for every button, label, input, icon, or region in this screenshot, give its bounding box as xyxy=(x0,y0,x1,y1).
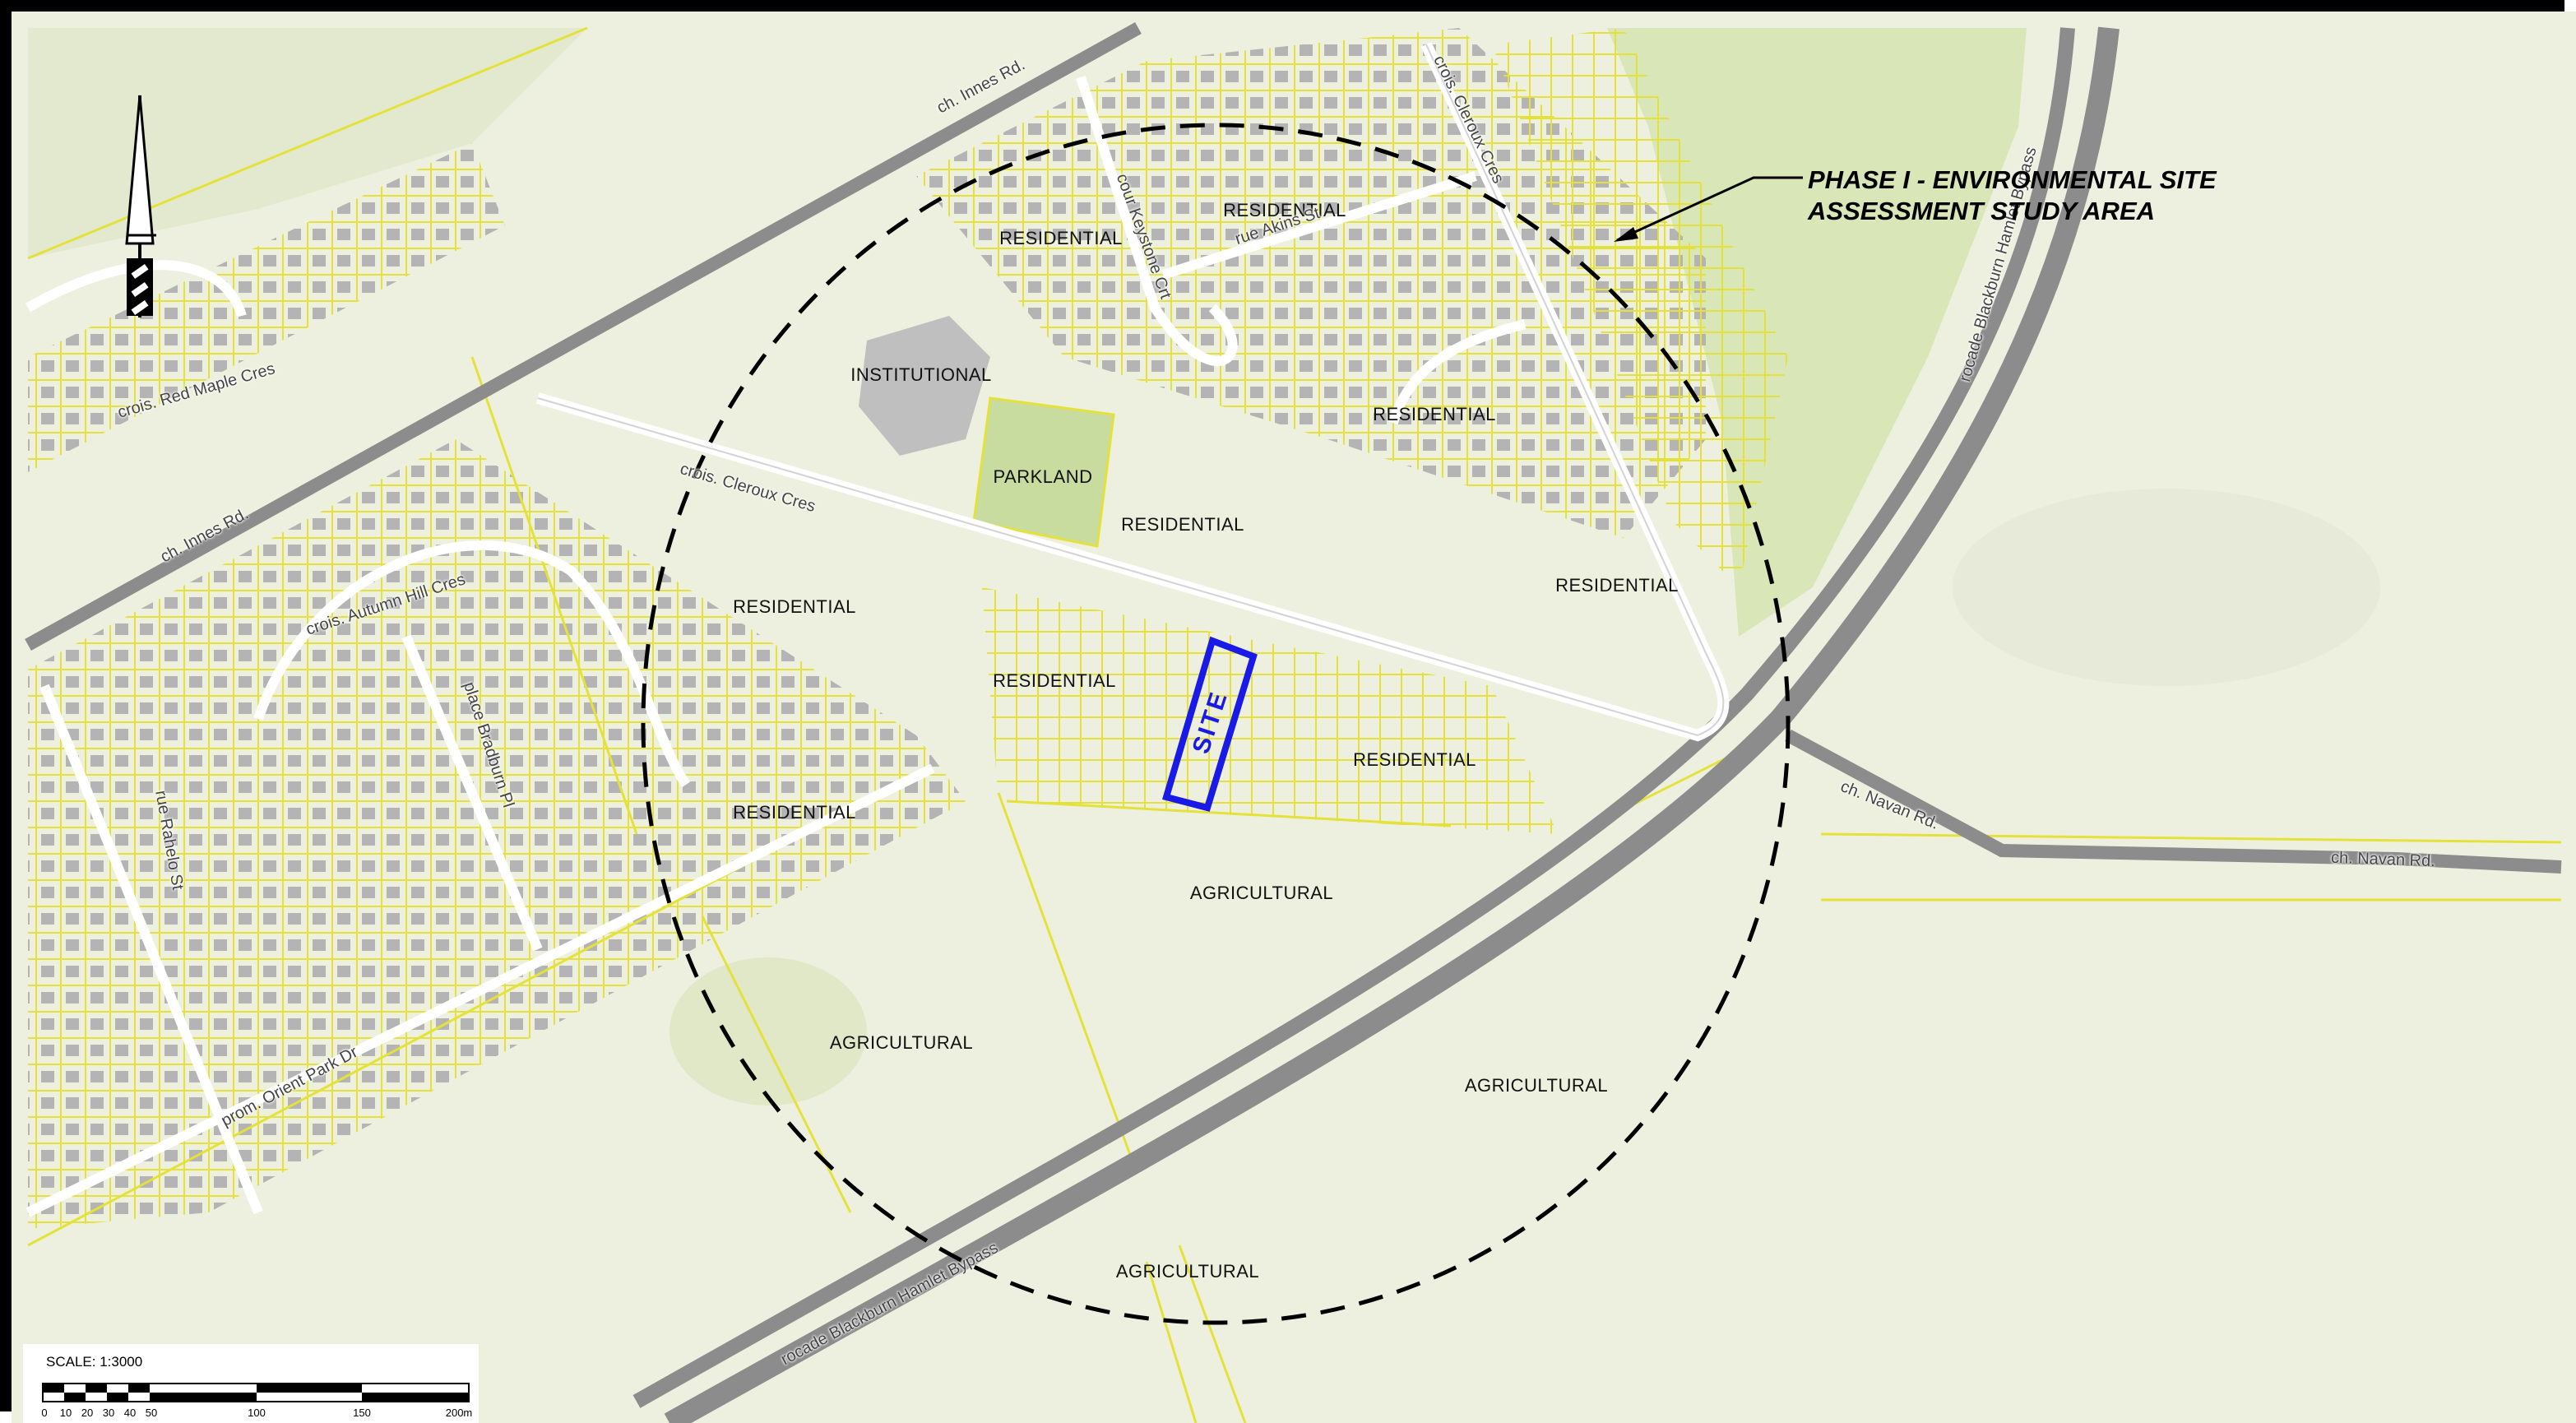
woodland-patch xyxy=(669,957,867,1105)
scale-tick: 20 xyxy=(81,1407,94,1419)
landuse-label: AGRICULTURAL xyxy=(1115,1261,1260,1282)
landuse-label: RESIDENTIAL xyxy=(1353,749,1476,770)
callout-leader-line xyxy=(1616,176,1803,242)
landuse-label: AGRICULTURAL xyxy=(1189,883,1334,903)
residential-blocks-west xyxy=(28,143,505,472)
woodland-patch xyxy=(1953,489,2380,686)
site-outline xyxy=(1161,636,1258,812)
scale-bar xyxy=(42,1383,470,1402)
scale-tick: 10 xyxy=(59,1407,72,1419)
landuse-label: RESIDENTIAL xyxy=(733,596,856,617)
north-arrow-icon xyxy=(125,95,156,318)
landuse-label: RESIDENTIAL xyxy=(1373,404,1496,424)
blackburn-hamlet-bypass xyxy=(664,26,2120,1423)
landuse-label: AGRICULTURAL xyxy=(829,1032,974,1053)
residential-blocks-southwest xyxy=(28,439,966,1229)
scale-tick: 100 xyxy=(248,1407,266,1419)
landuse-label: AGRICULTURAL xyxy=(1464,1075,1609,1096)
scale-tick: 30 xyxy=(102,1407,115,1419)
scale-tick: 200m xyxy=(445,1407,473,1419)
innes-road xyxy=(25,22,1142,651)
forest-area xyxy=(1607,28,2027,637)
landuse-label: PARKLAND xyxy=(993,466,1093,487)
landuse-label: RESIDENTIAL xyxy=(1555,575,1679,596)
scale-tick: 50 xyxy=(145,1407,158,1419)
institutional-building xyxy=(859,316,990,456)
road-label: ch. Navan Rd. xyxy=(2330,848,2436,871)
residential-blocks-north xyxy=(916,28,1706,538)
map-canvas[interactable] xyxy=(12,12,2576,1423)
study-area-callout: PHASE I - ENVIRONMENTAL SITE ASSESSMENT … xyxy=(1808,165,2217,227)
scale-tick: 150 xyxy=(353,1407,371,1419)
callout-line-2: ASSESSMENT STUDY AREA xyxy=(1808,197,2156,225)
callout-arrowhead xyxy=(1614,227,1638,242)
residential-blocks-south xyxy=(982,587,1558,834)
landuse-label: INSTITUTIONAL xyxy=(850,364,992,385)
landuse-label: RESIDENTIAL xyxy=(1223,200,1346,220)
scale-bar-panel: SCALE: 1:3000 0 10 20 30 40 50 100 150 2… xyxy=(23,1344,479,1423)
local-roads xyxy=(25,76,1527,1217)
callout-line-1: PHASE I - ENVIRONMENTAL SITE xyxy=(1808,165,2217,194)
study-area-boundary xyxy=(641,123,1791,1325)
navan-road xyxy=(1785,729,2562,874)
landuse-label: RESIDENTIAL xyxy=(993,670,1116,691)
landuse-label: RESIDENTIAL xyxy=(1121,514,1244,535)
landuse-label: RESIDENTIAL xyxy=(733,802,856,823)
blackburn-hamlet-bypass-lane xyxy=(632,27,2075,1408)
scale-tick: 0 xyxy=(41,1407,48,1419)
residential-blocks-northeast xyxy=(1492,28,1788,587)
scale-tick: 40 xyxy=(123,1407,137,1419)
scale-title: SCALE: 1:3000 xyxy=(46,1354,143,1370)
parkland-area xyxy=(972,396,1115,548)
landuse-label: RESIDENTIAL xyxy=(999,228,1123,248)
